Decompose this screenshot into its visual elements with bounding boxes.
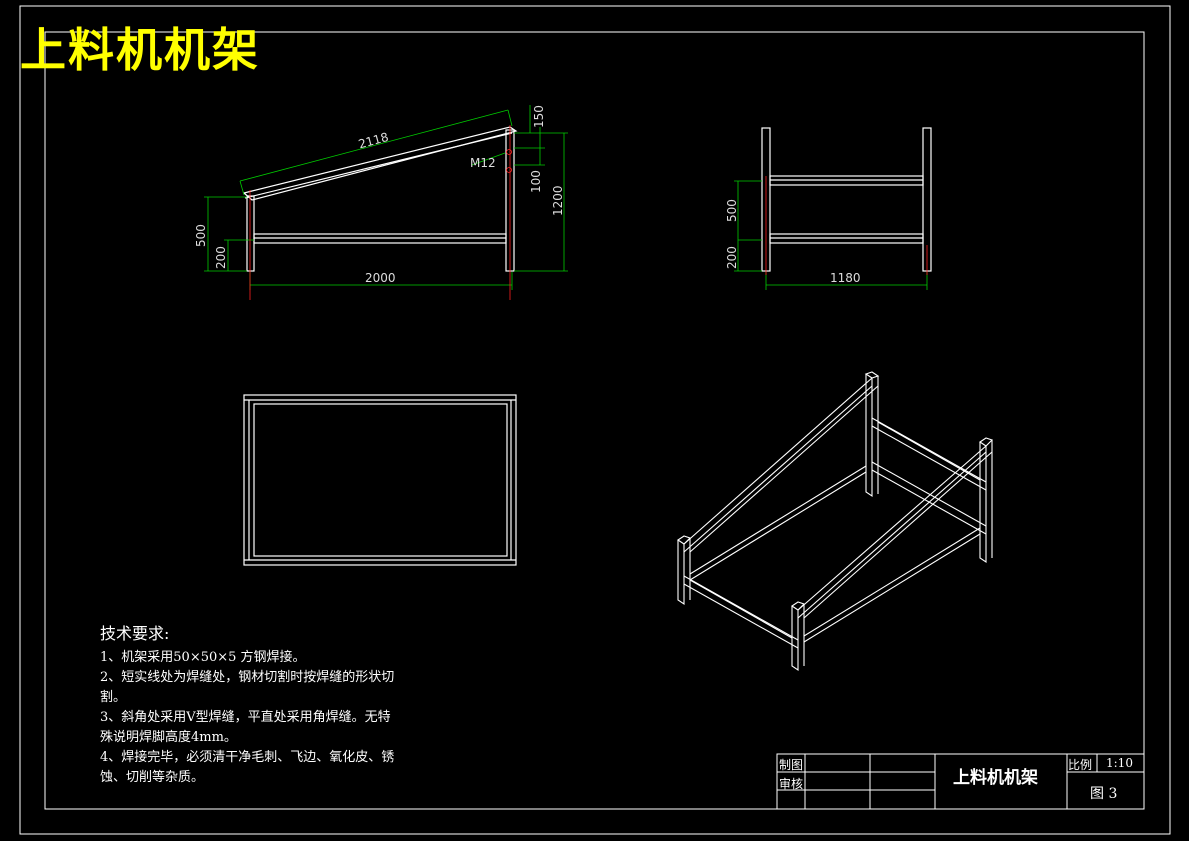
note-line: 4、焊接完毕，必须清干净毛刺、飞边、氧化皮、锈 [100,750,395,765]
dim-side-length: 2118 [357,130,390,151]
dim-side-mid: 500 [194,224,208,247]
note-line: 割。 [100,690,127,705]
dim-front-mid: 500 [725,199,739,222]
title-block-sheet: 图 3 [1090,786,1118,802]
side-view-dimensions [204,105,568,290]
dim-front-low: 200 [725,246,739,269]
technical-requirements: 技术要求: 1、机架采用50×50×5 方钢焊接。 2、短实线处为焊缝处，钢材切… [100,620,394,788]
note-line: 2、短实线处为焊缝处，钢材切割时按焊缝的形状切 [100,670,395,685]
dim-side-low: 200 [214,246,228,269]
side-view-centerlines [249,125,512,300]
side-view [242,126,518,272]
notes-heading: 技术要求: [100,624,170,643]
title-block-check-label: 审核 [779,777,804,791]
title-block-scale-label: 比例 [1068,758,1093,772]
dim-side-width: 2000 [365,271,396,285]
title-block-name: 上料机机架 [953,768,1038,788]
top-view [243,394,517,566]
front-view-centerlines [765,176,928,275]
note-line: 殊说明焊脚高度4mm。 [100,730,237,745]
title-block [776,753,1145,810]
dim-side-bolt: M12 [470,156,496,170]
title-block-drawn-label: 制图 [779,758,804,772]
dim-side-rise: 150 [532,105,546,128]
inner-border [44,31,1145,810]
dim-side-gap: 100 [529,170,543,193]
note-line: 蚀、切削等杂质。 [100,770,205,785]
drawing-title: 上料机机架 [20,23,260,77]
dim-front-width: 1180 [830,271,861,285]
note-line: 1、机架采用50×50×5 方钢焊接。 [100,650,306,665]
front-view [761,127,932,272]
note-line: 3、斜角处采用V型焊缝，平直处采用角焊缝。无特 [100,710,391,725]
dim-side-height: 1200 [551,185,565,216]
front-view-labels: 1180 500 200 [725,199,861,285]
isometric-view [677,371,994,672]
title-block-scale-value: 1:10 [1106,756,1133,770]
outer-border [19,5,1171,835]
